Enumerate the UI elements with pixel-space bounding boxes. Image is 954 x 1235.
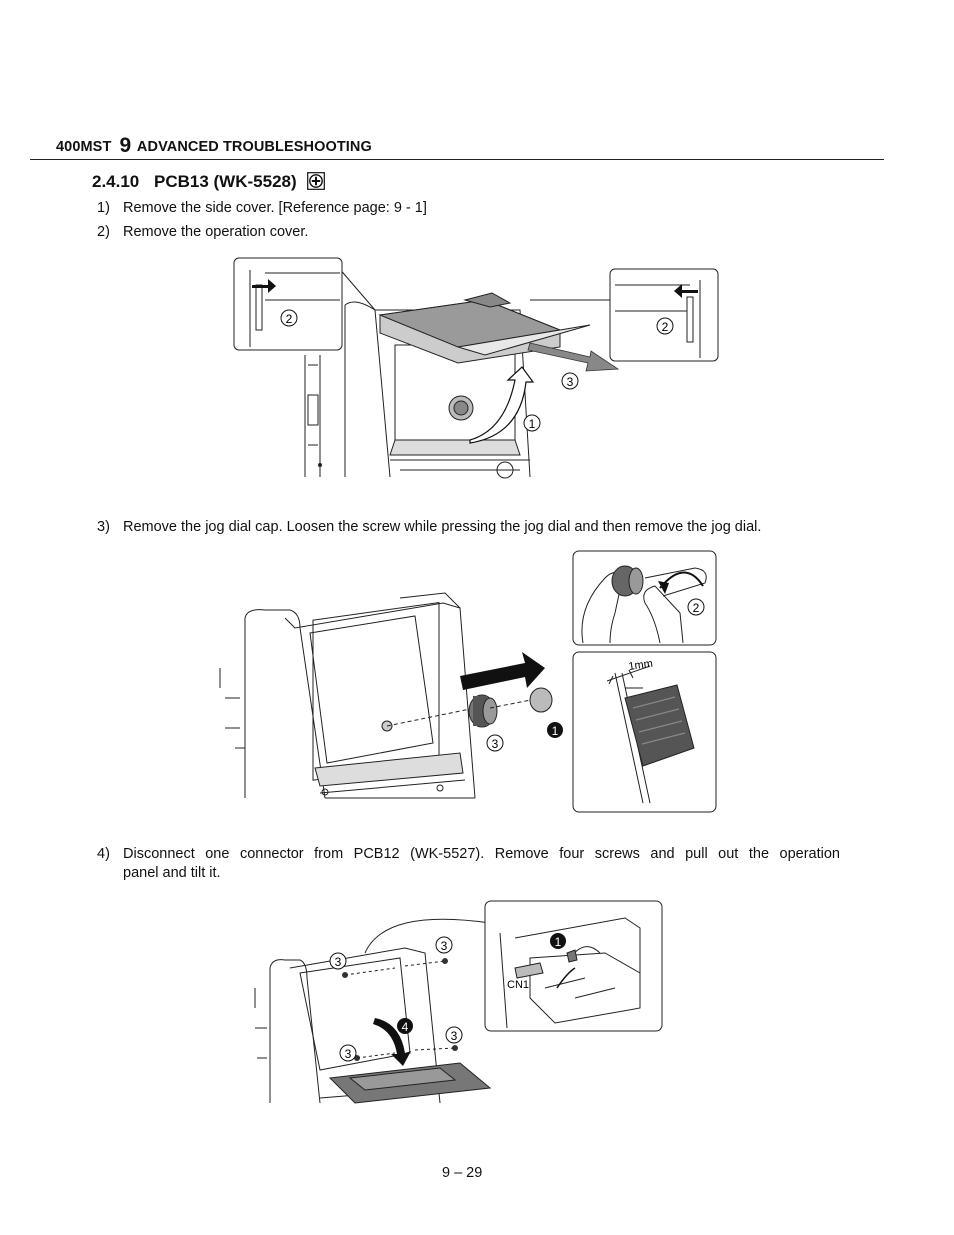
header-chapter-number: 9	[119, 134, 132, 157]
callout-3-top-left: 3	[335, 955, 342, 969]
step-text: Remove the side cover. [Reference page: …	[123, 200, 427, 216]
step-number: 1)	[97, 200, 110, 216]
step-2: 2) Remove the operation cover.	[97, 223, 857, 243]
figure-operation-cover-removal: 2 2 1 3	[233, 257, 719, 479]
page-number: 9 – 29	[442, 1165, 483, 1181]
callout-1: 1	[552, 724, 559, 738]
callout-1: 1	[555, 935, 562, 949]
figure-jog-dial-removal: 1 3 2 1mm	[219, 550, 717, 813]
plus-circle-screw-icon	[307, 172, 326, 190]
callout-4: 4	[402, 1020, 409, 1034]
figure-operation-panel-tilt: 3 3 3 3 4 1 CN1	[254, 900, 663, 1104]
dimension-label: 1mm	[628, 658, 654, 673]
header-model: 400MST	[56, 139, 112, 155]
callout-3: 3	[492, 737, 499, 751]
section-title: PCB13 (WK-5528)	[154, 172, 297, 191]
step-number: 3)	[97, 519, 110, 535]
callout-1: 1	[529, 417, 536, 431]
step-number: 4)	[97, 846, 110, 862]
step-3: 3) Remove the jog dial cap. Loosen the s…	[97, 518, 857, 538]
step-number: 2)	[97, 224, 110, 240]
connector-label: CN1	[507, 979, 529, 991]
callout-3-bottom-right: 3	[451, 1029, 458, 1043]
header-rule	[30, 159, 884, 160]
header-chapter-title: ADVANCED TROUBLESHOOTING	[136, 139, 372, 155]
step-text-line-1: Disconnect one connector from PCB12 (WK-…	[123, 846, 840, 862]
callout-3: 3	[567, 375, 574, 389]
callout-2-left: 2	[286, 312, 293, 326]
step-text: Remove the jog dial cap. Loosen the scre…	[123, 519, 762, 535]
running-header: 400MST 9 ADVANCED TROUBLESHOOTING	[56, 133, 372, 157]
step-1: 1) Remove the side cover. [Reference pag…	[97, 199, 857, 219]
section-number: 2.4.10	[92, 172, 140, 191]
step-4: 4) Disconnect one connector from PCB12 (…	[97, 845, 840, 885]
callout-3-top-right: 3	[441, 939, 448, 953]
step-text: Remove the operation cover.	[123, 224, 309, 240]
callout-3-bottom-left: 3	[345, 1047, 352, 1061]
step-text-line-2: panel and tilt it.	[123, 865, 221, 881]
callout-2: 2	[693, 601, 700, 615]
callout-2-right: 2	[662, 320, 669, 334]
section-heading: 2.4.10 PCB13 (WK-5528)	[92, 172, 326, 192]
